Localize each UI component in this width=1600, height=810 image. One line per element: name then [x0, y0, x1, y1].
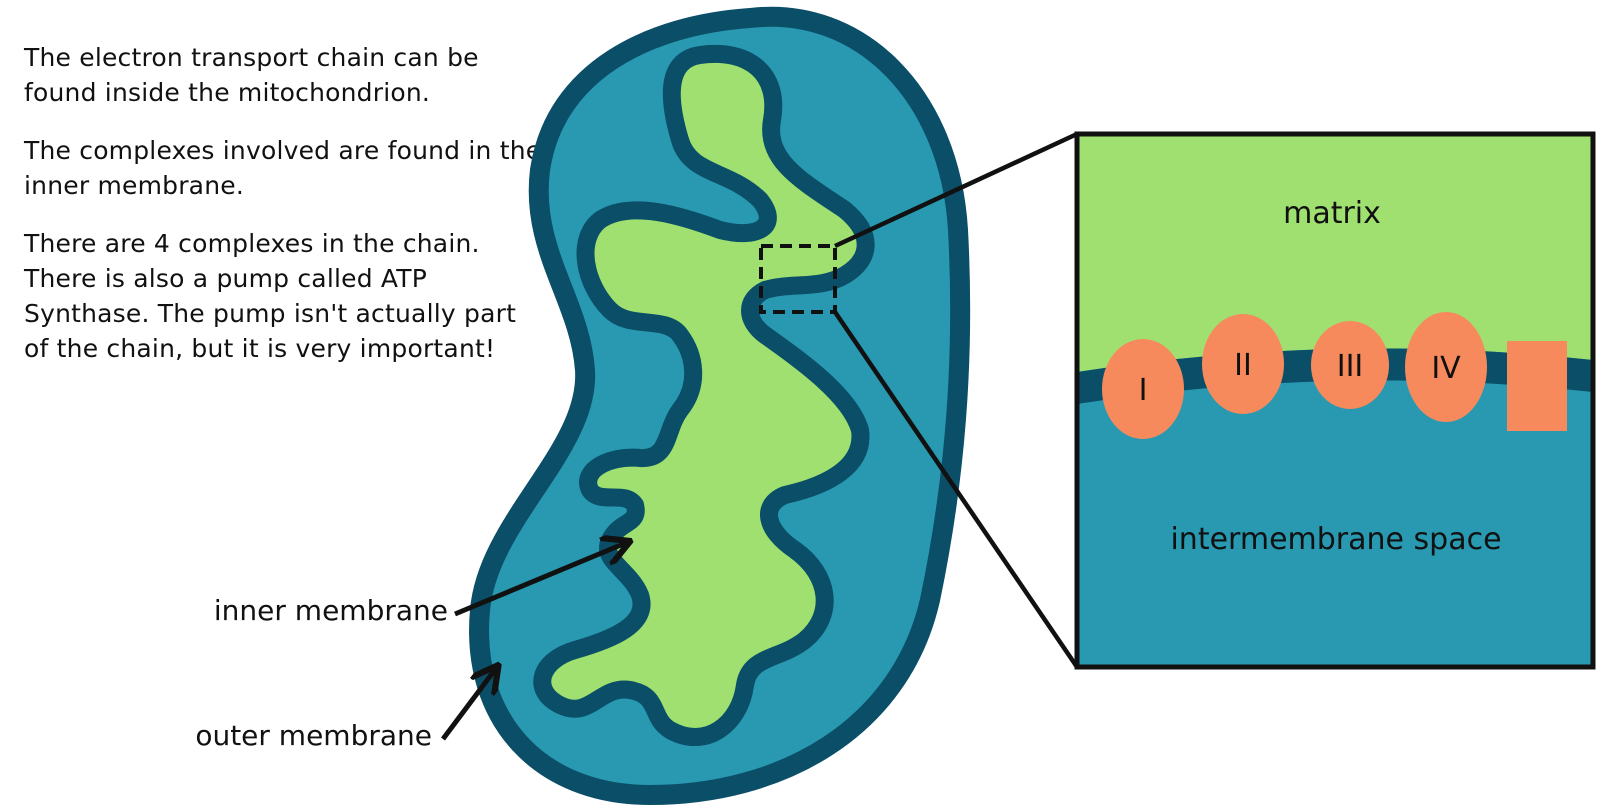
complex-3-shape: [1311, 321, 1389, 409]
complex-1-label: I: [1139, 373, 1148, 408]
outer-membrane-label: outer membrane: [195, 719, 432, 752]
intro-text: The electron transport chain can be foun…: [24, 40, 544, 389]
inner-membrane-shape: [533, 44, 875, 747]
intermembrane-space-label: intermembrane space: [1170, 522, 1501, 557]
inner-membrane-label: inner membrane: [214, 594, 448, 627]
zoom-connector-top: [834, 131, 1078, 249]
zoom-panel-border: [1074, 131, 1596, 670]
complex-4-shape: [1405, 312, 1487, 422]
zoom-panel: I II III IV matrix intermembrane space: [1074, 131, 1596, 670]
intro-paragraph-2: The complexes involved are found in the …: [24, 136, 542, 200]
outer-membrane-arrow: [441, 667, 497, 741]
complex-3-label: III: [1337, 349, 1364, 384]
inner-membrane-arrow: [454, 542, 628, 617]
complex-2-label: II: [1234, 348, 1252, 383]
zoom-connector-bottom: [833, 310, 1079, 669]
complex-4-label: IV: [1431, 351, 1461, 386]
atp-synthase-shape: [1507, 341, 1567, 431]
intro-paragraph-1: The electron transport chain can be foun…: [24, 43, 479, 107]
complex-1-shape: [1102, 339, 1184, 439]
zoom-selection-box: [759, 244, 837, 314]
intro-paragraph-3: There are 4 complexes in the chain. Ther…: [24, 229, 517, 363]
matrix-label: matrix: [1283, 196, 1381, 231]
matrix-region: [1077, 134, 1593, 372]
complex-2-shape: [1202, 314, 1284, 414]
